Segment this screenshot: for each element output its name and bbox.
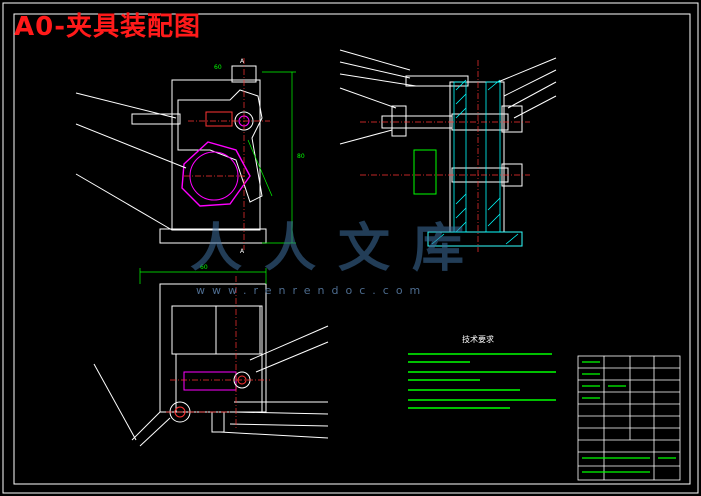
plan-view-detail	[183, 371, 251, 391]
section-mark-top: A	[240, 58, 245, 65]
inner-frame	[13, 13, 691, 485]
plan-view	[93, 283, 329, 447]
plan-view-centerlines	[166, 276, 270, 430]
technical-notes	[408, 353, 556, 409]
technical-requirements-title: 技术要求	[462, 335, 494, 344]
watermark-site: www.renrendoc.com	[196, 284, 428, 297]
watermark-logo-text: 人人文库	[190, 219, 487, 279]
front-view-dimensions	[247, 71, 296, 244]
side-view-centerlines	[360, 60, 530, 252]
side-view-hatching	[427, 79, 523, 247]
section-mark-bottom: A	[240, 248, 245, 255]
front-height-dim: 80	[297, 153, 305, 160]
title-block	[577, 355, 681, 481]
plan-width-dim: 60	[200, 264, 208, 271]
drawing-title: A0-夹具装配图	[14, 12, 202, 42]
plan-view-dimensions	[139, 268, 267, 284]
title-block-text-marks	[582, 361, 676, 473]
front-width-dim: 60	[214, 64, 222, 71]
front-view-centerlines	[184, 58, 270, 250]
